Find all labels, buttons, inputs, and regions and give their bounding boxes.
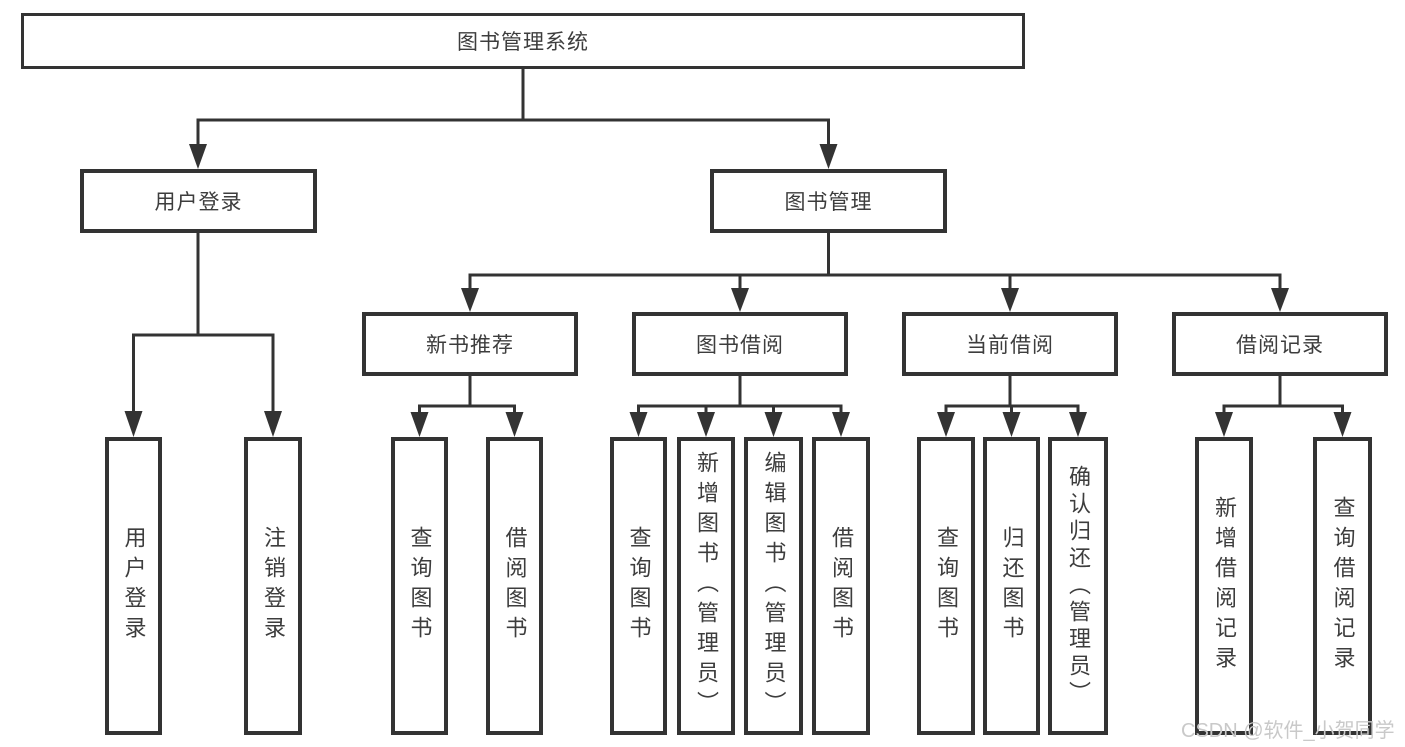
leaf-logout: 注销登录	[244, 437, 302, 735]
node-label: 图书管理系统	[457, 31, 589, 54]
node-library-management-system: 图书管理系统	[21, 13, 1025, 69]
leaf-bb-add-books-admin: 新增图书（管理员）	[677, 437, 735, 735]
leaf-br-query-record: 查询借阅记录	[1313, 437, 1372, 735]
node-label: 图书管理	[784, 191, 873, 214]
leaf-cb-query-books: 查询图书	[917, 437, 975, 735]
leaf-label: 新增图书（管理员）	[694, 451, 719, 721]
node-new-book-recommend: 新书推荐	[362, 312, 578, 376]
leaf-label: 确认归还（管理员）	[1066, 464, 1091, 708]
leaf-br-add-record: 新增借阅记录	[1195, 437, 1253, 735]
leaf-label: 注销登录	[261, 526, 286, 646]
leaf-bb-borrow-books: 借阅图书	[812, 437, 870, 735]
node-label: 借阅记录	[1236, 334, 1324, 357]
leaf-nb-borrow-books: 借阅图书	[486, 437, 543, 735]
leaf-label: 查询借阅记录	[1330, 496, 1356, 676]
leaf-label: 借阅图书	[502, 526, 528, 646]
leaf-user-login: 用户登录	[105, 437, 162, 735]
leaf-label: 新增借阅记录	[1212, 496, 1237, 676]
leaf-label: 用户登录	[121, 526, 147, 646]
leaf-label: 查询图书	[934, 526, 959, 646]
leaf-label: 借阅图书	[829, 526, 854, 646]
leaf-label: 查询图书	[407, 526, 433, 646]
leaf-label: 查询图书	[626, 526, 652, 646]
leaf-nb-query-books: 查询图书	[391, 437, 448, 735]
node-user-login: 用户登录	[80, 169, 317, 233]
node-label: 当前借阅	[966, 334, 1054, 357]
node-label: 新书推荐	[426, 334, 514, 357]
leaf-cb-confirm-return-admin: 确认归还（管理员）	[1048, 437, 1108, 735]
node-label: 图书借阅	[696, 334, 784, 357]
leaf-cb-return-books: 归还图书	[983, 437, 1040, 735]
node-book-borrow: 图书借阅	[632, 312, 848, 376]
node-borrow-records: 借阅记录	[1172, 312, 1388, 376]
leaf-bb-query-books: 查询图书	[610, 437, 667, 735]
leaf-bb-edit-books-admin: 编辑图书（管理员）	[744, 437, 803, 735]
leaf-label: 编辑图书（管理员）	[761, 451, 787, 721]
csdn-watermark: CSDN @软件_小贺同学	[1181, 720, 1395, 742]
leaf-label: 归还图书	[999, 526, 1025, 646]
node-label: 用户登录	[154, 191, 243, 214]
node-book-management: 图书管理	[710, 169, 947, 233]
node-current-borrow: 当前借阅	[902, 312, 1118, 376]
